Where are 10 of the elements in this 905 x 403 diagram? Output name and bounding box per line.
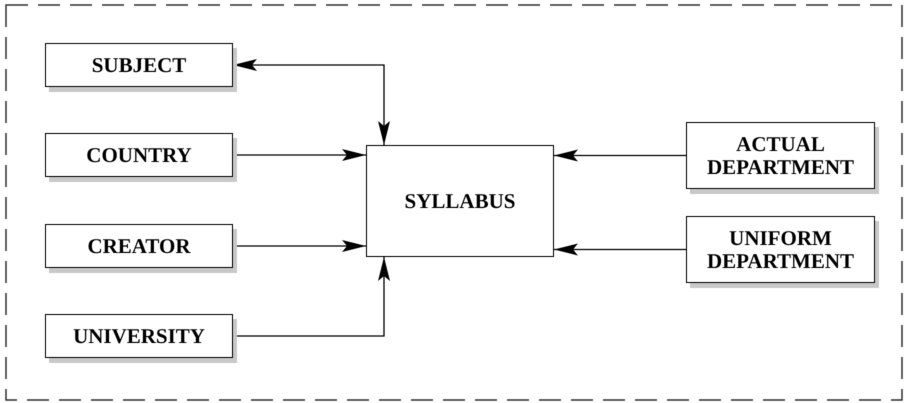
- process-box: [366, 145, 554, 257]
- box-label: CREATOR: [87, 234, 191, 258]
- box-label: COUNTRY: [86, 144, 192, 166]
- arrow: [554, 244, 686, 256]
- box-label: UNIFORM DEPARTMENT: [706, 227, 856, 272]
- arrow: [554, 150, 686, 162]
- box-label: UNIVERSITY: [73, 324, 205, 348]
- box-label: SYLLABUS: [404, 190, 516, 212]
- box-label: ACTUAL DEPARTMENT: [706, 133, 856, 178]
- box-label: SUBJECT: [92, 54, 186, 76]
